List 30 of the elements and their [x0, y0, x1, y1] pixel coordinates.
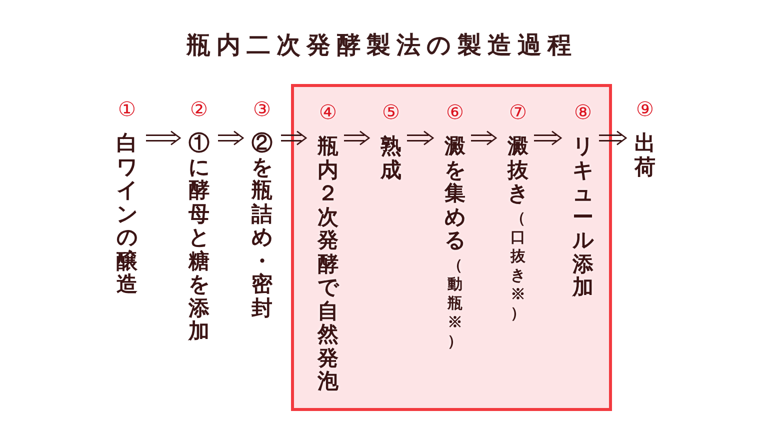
step-label: 熟成 [380, 135, 402, 182]
step-label: 澱を集める [444, 135, 466, 252]
diagram-title: 瓶内二次発酵製法の製造過程 [185, 31, 578, 61]
step-number: ③ [253, 99, 271, 119]
step-number: ① [118, 99, 136, 119]
step-label: ①に酵母と糖を添加 [188, 132, 210, 344]
step-label: 白ワインの醸造 [116, 132, 138, 296]
step-number: ④ [319, 102, 337, 122]
double-arrow [407, 130, 434, 146]
step-note: （口抜き※） [510, 208, 526, 322]
step-number: ⑥ [446, 102, 464, 122]
step-label: 瓶内２次発酵で自然発泡 [318, 135, 338, 394]
step-number: ② [190, 99, 208, 119]
step-label: リキュール添加 [572, 135, 594, 300]
step-note: （動瓶※） [448, 256, 462, 350]
step-label: 澱抜き [508, 135, 528, 206]
step-number: ⑧ [574, 102, 592, 122]
double-arrow [471, 130, 497, 146]
step-number: ⑨ [636, 99, 654, 119]
double-arrow [281, 130, 307, 146]
step-label: 出荷 [634, 132, 656, 179]
double-arrow [344, 130, 370, 146]
highlight-panel [291, 84, 612, 411]
double-arrow [534, 130, 562, 146]
double-arrow [218, 130, 244, 146]
step-number: ⑦ [509, 102, 527, 122]
step-number: ⑤ [382, 102, 400, 122]
double-arrow [146, 130, 181, 146]
step-label: ②を瓶詰め・密封 [252, 132, 272, 320]
double-arrow [599, 130, 627, 146]
